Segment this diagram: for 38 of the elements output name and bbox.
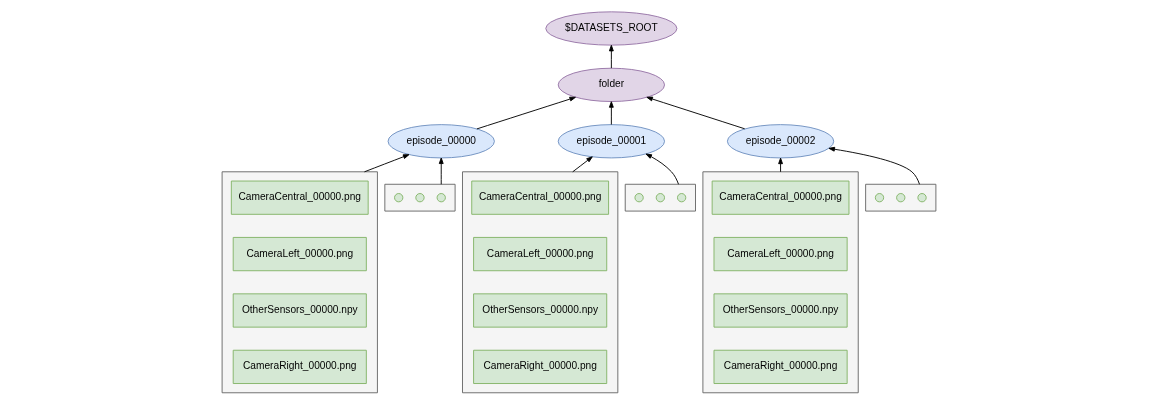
- arrow: [828, 146, 920, 185]
- cluster: [701, 171, 859, 394]
- node-circle: [414, 193, 425, 203]
- arrow: [608, 44, 614, 69]
- cluster: [221, 171, 378, 394]
- cluster: [383, 183, 456, 212]
- node-circle: [393, 193, 403, 203]
- cluster: [461, 171, 618, 394]
- node-box: CameraCentral_00000.png: [230, 180, 369, 215]
- node-circle: [655, 193, 665, 203]
- node-box: CameraRight_00000.png: [472, 349, 607, 384]
- node-box: CameraLeft_00000.png: [713, 237, 848, 272]
- cluster: [864, 183, 936, 212]
- node-box: CameraRight_00000.png: [713, 349, 848, 384]
- arrow: [363, 154, 409, 173]
- node-circle: [874, 193, 884, 203]
- node-circle: [676, 193, 686, 203]
- arrow: [571, 156, 593, 173]
- node-box: CameraCentral_00000.png: [470, 180, 609, 215]
- node-box: OtherSensors_00000.npy: [232, 293, 367, 328]
- node-box: CameraCentral_00000.png: [711, 180, 849, 215]
- node-box: CameraLeft_00000.png: [472, 237, 607, 272]
- arrow: [645, 96, 745, 130]
- node-box: OtherSensors_00000.npy: [713, 293, 848, 328]
- node-circle: [634, 193, 644, 203]
- node-box: CameraLeft_00000.png: [232, 237, 367, 272]
- arrow: [438, 157, 444, 185]
- arrow: [608, 101, 614, 126]
- node-circle: [895, 193, 905, 203]
- node-circle: [436, 193, 446, 203]
- cluster: [624, 183, 696, 212]
- arrow: [475, 96, 576, 130]
- node-ellipse: $DATASETS_ROOT: [544, 11, 677, 46]
- node-circle: [916, 193, 927, 203]
- arrow: [777, 157, 783, 173]
- node-box: CameraRight_00000.png: [232, 349, 367, 384]
- arrow: [645, 153, 679, 185]
- node-box: OtherSensors_00000.npy: [472, 293, 607, 328]
